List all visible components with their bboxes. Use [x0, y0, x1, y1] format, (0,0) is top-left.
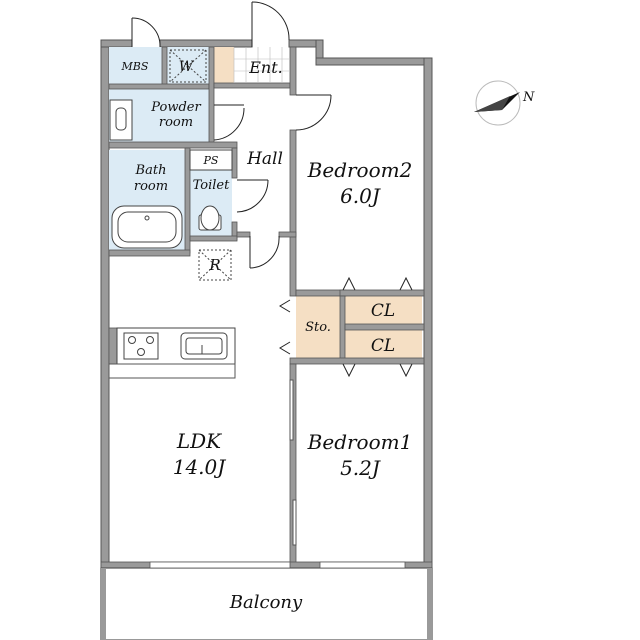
refrigerator-box	[198, 249, 232, 281]
fixtures	[108, 47, 290, 379]
kitchen-counter	[116, 327, 236, 365]
storage-fill	[296, 296, 340, 362]
label-ps: PS	[203, 154, 219, 167]
toilet-bowl	[200, 205, 220, 231]
stove	[123, 332, 159, 360]
label-storage: Sto.	[305, 320, 331, 335]
balcony	[100, 561, 433, 640]
room-labels: MBS W Ent. Powder room PS Bath room Toil…	[121, 58, 413, 613]
label-powder-2: room	[159, 115, 193, 130]
compass-label: N	[522, 90, 535, 105]
label-washer: W	[179, 59, 195, 75]
bedroom1-window	[319, 561, 406, 569]
label-mbs: MBS	[121, 60, 149, 73]
ldk-window	[149, 561, 291, 569]
doors	[131, 1, 413, 378]
kitchen-sink	[180, 332, 228, 360]
label-closet-1: CL	[371, 301, 395, 321]
compass-icon: N	[474, 80, 535, 126]
washer-box	[169, 49, 207, 83]
label-bath-2: room	[134, 179, 168, 194]
closet2-fill	[345, 330, 422, 358]
label-closet-2: CL	[371, 336, 395, 356]
label-entrance: Ent.	[248, 58, 283, 77]
label-bath-1: Bath	[135, 163, 167, 178]
entrance-wood	[214, 47, 234, 83]
exterior-walls	[100, 39, 433, 569]
label-ldk-size: 14.0J	[173, 455, 227, 479]
bathtub	[111, 205, 183, 249]
label-balcony: Balcony	[229, 592, 303, 613]
entrance-grid	[233, 47, 290, 83]
label-bedroom2-name: Bedroom2	[307, 158, 413, 182]
label-ldk-name: LDK	[176, 429, 222, 453]
label-refrigerator: R	[208, 256, 220, 274]
label-bedroom1-name: Bedroom1	[307, 430, 413, 454]
label-powder-1: Powder	[150, 100, 201, 115]
closet1-fill	[345, 296, 422, 324]
powder-sink	[109, 99, 133, 141]
label-bedroom2-size: 6.0J	[340, 184, 381, 208]
label-bedroom1-size: 5.2J	[340, 456, 381, 480]
ps-box	[189, 149, 233, 171]
sliding-doors	[289, 379, 297, 546]
label-toilet: Toilet	[193, 178, 230, 193]
label-hall: Hall	[246, 149, 283, 169]
